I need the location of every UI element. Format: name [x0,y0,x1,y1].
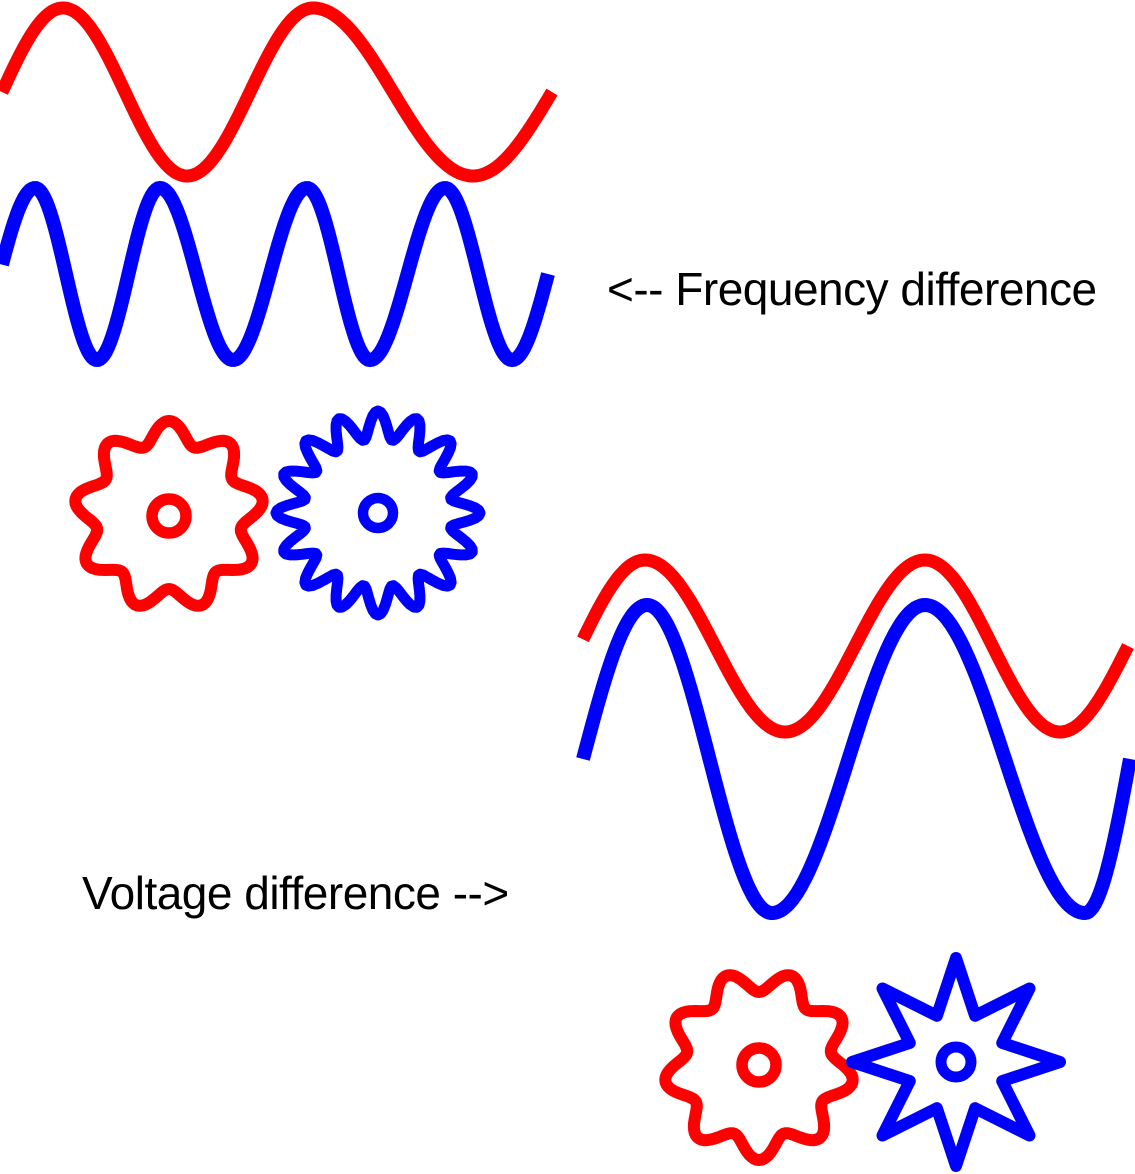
bottom-blue-star-gear [846,952,1066,1172]
top-red-gear [69,415,269,612]
top-red-wave-low-frequency [0,1,558,183]
top-blue-gear-many-teeth-center-hole [357,492,399,534]
bottom-red-wave-small-amplitude [577,553,1134,739]
bottom-blue-wave-large-amplitude [576,597,1135,921]
bottom-red-gear [659,969,859,1166]
top-red-gear-center-hole [146,493,192,539]
bottom-blue-star-gear-center-hole [935,1041,977,1083]
bottom-red-gear-center-hole [736,1042,782,1088]
voltage-difference-label: Voltage difference --> [82,867,509,919]
top-blue-wave-high-frequency [0,180,555,368]
top-blue-gear-many-teeth [270,405,486,621]
frequency-difference-label: <-- Frequency difference [607,263,1097,315]
